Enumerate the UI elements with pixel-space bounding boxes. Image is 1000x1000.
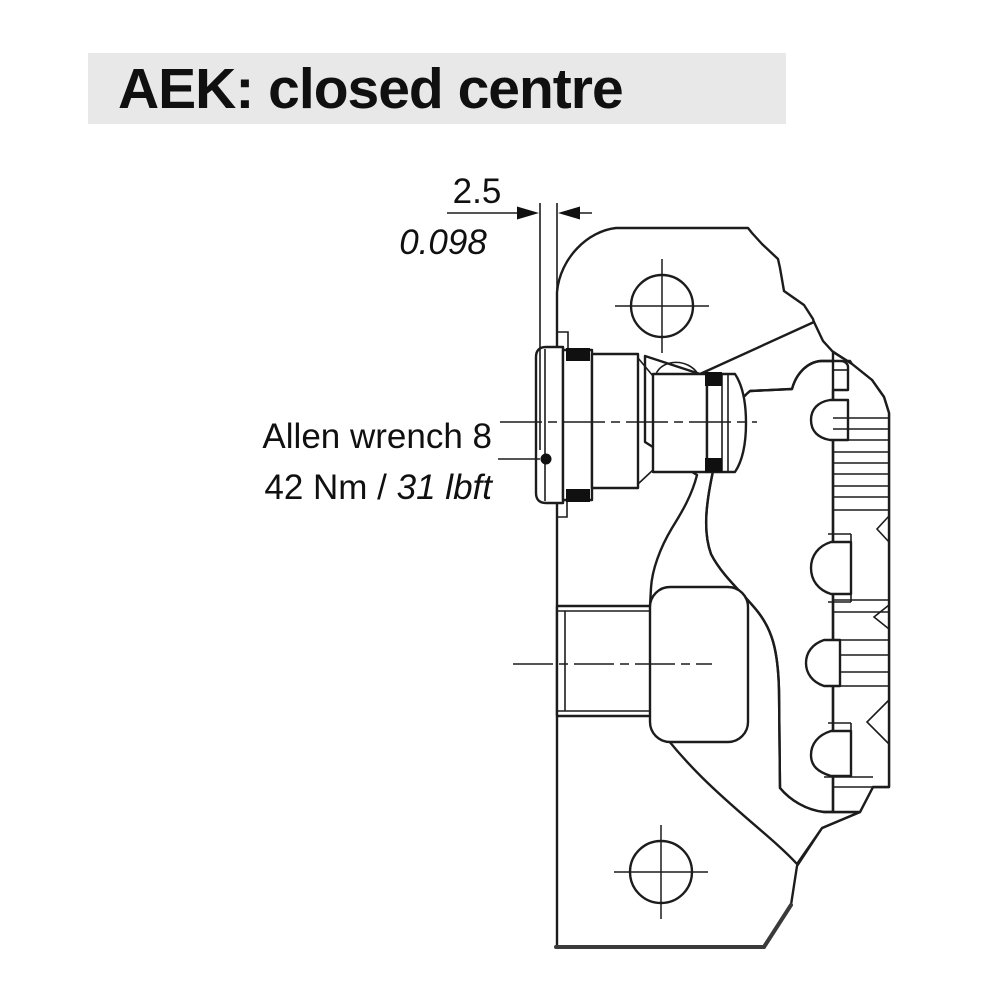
title-bar-background	[88, 53, 786, 124]
roller	[809, 540, 853, 596]
dimension-annotation: 2.5 0.098	[399, 172, 592, 450]
dimension-value-mm: 2.5	[453, 172, 502, 211]
base-edge	[554, 903, 793, 949]
plug-taper	[637, 357, 654, 377]
arrowhead-right-icon	[517, 206, 539, 220]
plug-seat-dome	[655, 361, 699, 375]
callout-labels: Allen wrench 8 42 Nm / 31 lbft	[262, 417, 552, 507]
roller	[809, 729, 853, 778]
plug-threaded-body	[590, 352, 640, 490]
counterbore-step-top	[557, 331, 569, 348]
o-ring-seal	[566, 348, 590, 361]
page-title: AEK: closed centre	[118, 57, 623, 121]
o-ring-seal	[705, 372, 722, 386]
strip-detail-lines	[824, 369, 889, 788]
plug-spool	[651, 372, 709, 474]
bearing-web	[704, 359, 850, 814]
roller	[804, 638, 842, 688]
bearing-rollers	[804, 398, 853, 778]
torque-label-imperial: 31 lbft	[397, 468, 494, 507]
counterbore-step-bottom	[557, 502, 568, 518]
wrench-label: Allen wrench 8	[262, 417, 492, 456]
torque-label-metric: 42 Nm /	[264, 468, 396, 507]
break-marks	[865, 515, 890, 745]
o-ring-seal	[705, 458, 722, 472]
title-bar: AEK: closed centre	[88, 53, 786, 124]
arrowhead-left-icon	[558, 206, 580, 220]
torque-label: 42 Nm / 31 lbft	[264, 468, 493, 507]
striped-block	[833, 417, 889, 498]
port-detail-lines	[557, 610, 650, 712]
plug-taper	[637, 469, 654, 485]
housing-section	[554, 226, 891, 949]
plug-cartridge	[534, 345, 748, 505]
plug-head	[534, 345, 565, 505]
o-ring-seal	[566, 489, 590, 502]
plug-backup-ring	[561, 348, 594, 502]
bolt-holes	[614, 259, 709, 919]
dimension-value-inch: 0.098	[399, 223, 487, 262]
plug-nose	[705, 372, 748, 474]
leader-dot	[540, 453, 552, 465]
roller	[809, 398, 850, 442]
centerlines	[500, 421, 757, 665]
